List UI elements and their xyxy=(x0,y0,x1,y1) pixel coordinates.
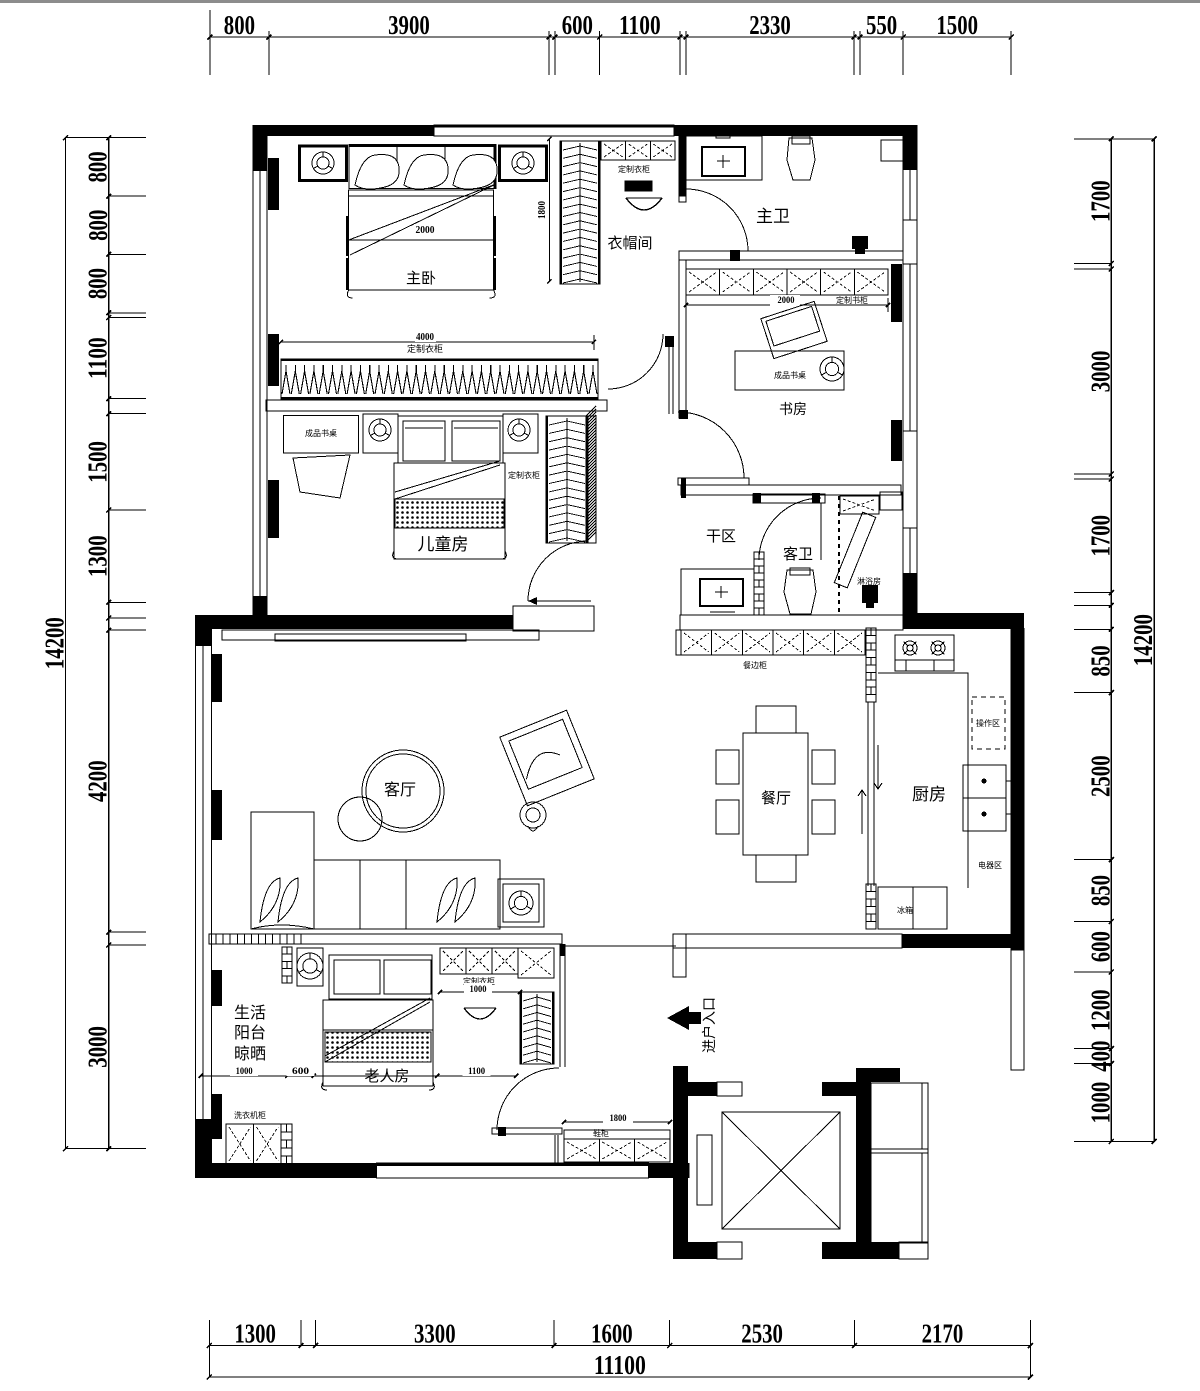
svg-text:11100: 11100 xyxy=(594,1350,646,1380)
svg-text:3000: 3000 xyxy=(1085,351,1115,393)
svg-text:14200: 14200 xyxy=(40,617,70,669)
svg-text:4200: 4200 xyxy=(83,760,113,802)
svg-text:操作区: 操作区 xyxy=(976,718,1000,728)
svg-text:3900: 3900 xyxy=(388,10,430,40)
svg-text:干区: 干区 xyxy=(706,528,736,545)
svg-text:1300: 1300 xyxy=(234,1319,276,1349)
svg-text:800: 800 xyxy=(83,210,113,241)
svg-text:衣帽间: 衣帽间 xyxy=(607,235,652,252)
svg-text:1500: 1500 xyxy=(83,441,113,483)
svg-text:600: 600 xyxy=(562,10,593,40)
svg-text:客厅: 客厅 xyxy=(384,781,416,799)
svg-text:1800: 1800 xyxy=(537,201,548,219)
svg-text:洗衣机柜: 洗衣机柜 xyxy=(234,1110,266,1120)
svg-text:1000: 1000 xyxy=(236,1066,253,1076)
svg-text:电器区: 电器区 xyxy=(978,860,1002,870)
svg-text:定制衣柜: 定制衣柜 xyxy=(463,976,495,986)
svg-text:1100: 1100 xyxy=(83,337,113,379)
svg-text:老人房: 老人房 xyxy=(364,1068,409,1085)
svg-text:600: 600 xyxy=(292,1066,310,1076)
svg-text:1100: 1100 xyxy=(468,1066,485,1076)
svg-text:2530: 2530 xyxy=(741,1319,783,1349)
svg-text:1800: 1800 xyxy=(610,1113,627,1123)
svg-text:成品书桌: 成品书桌 xyxy=(305,428,337,438)
svg-text:3000: 3000 xyxy=(83,1026,113,1068)
svg-text:冰箱: 冰箱 xyxy=(897,905,913,915)
svg-text:1300: 1300 xyxy=(83,535,113,577)
svg-text:阳台: 阳台 xyxy=(234,1024,266,1042)
svg-text:餐厅: 餐厅 xyxy=(761,790,791,807)
svg-text:850: 850 xyxy=(1085,645,1115,676)
svg-text:书房: 书房 xyxy=(779,401,807,417)
svg-text:餐边柜: 餐边柜 xyxy=(743,660,767,670)
svg-text:主卧: 主卧 xyxy=(406,270,436,287)
svg-text:2170: 2170 xyxy=(922,1319,964,1349)
svg-text:定制书柜: 定制书柜 xyxy=(836,295,868,305)
svg-text:1600: 1600 xyxy=(591,1319,633,1349)
svg-text:1100: 1100 xyxy=(619,10,661,40)
svg-text:1700: 1700 xyxy=(1085,180,1115,222)
svg-text:成品书桌: 成品书桌 xyxy=(774,370,806,380)
svg-text:淋浴房: 淋浴房 xyxy=(857,576,881,586)
svg-text:400: 400 xyxy=(1085,1041,1115,1072)
svg-text:2000: 2000 xyxy=(416,225,435,236)
svg-text:2330: 2330 xyxy=(749,10,791,40)
svg-text:1000: 1000 xyxy=(470,984,487,994)
svg-text:生活: 生活 xyxy=(234,1004,266,1022)
svg-text:4000: 4000 xyxy=(416,332,434,343)
svg-text:1500: 1500 xyxy=(936,10,978,40)
svg-text:定制衣柜: 定制衣柜 xyxy=(508,470,540,480)
svg-text:儿童房: 儿童房 xyxy=(418,535,469,554)
svg-text:2500: 2500 xyxy=(1085,755,1115,797)
svg-text:14200: 14200 xyxy=(1128,614,1158,666)
svg-text:鞋柜: 鞋柜 xyxy=(593,1128,609,1138)
svg-text:3300: 3300 xyxy=(414,1319,456,1349)
svg-text:550: 550 xyxy=(866,10,897,40)
svg-text:800: 800 xyxy=(83,151,113,182)
svg-text:1000: 1000 xyxy=(1085,1082,1115,1124)
svg-text:850: 850 xyxy=(1085,875,1115,906)
svg-text:晾晒: 晾晒 xyxy=(234,1045,266,1063)
svg-text:800: 800 xyxy=(224,10,255,40)
svg-text:进户入口: 进户入口 xyxy=(701,997,717,1053)
svg-text:厨房: 厨房 xyxy=(912,785,946,804)
svg-text:客卫: 客卫 xyxy=(783,546,813,563)
svg-text:2000: 2000 xyxy=(778,295,795,305)
svg-text:800: 800 xyxy=(83,268,113,299)
svg-text:定制衣柜: 定制衣柜 xyxy=(618,164,650,174)
svg-text:1200: 1200 xyxy=(1085,989,1115,1031)
svg-text:1700: 1700 xyxy=(1085,515,1115,557)
svg-text:主卫: 主卫 xyxy=(756,207,790,226)
svg-text:600: 600 xyxy=(1085,931,1115,962)
svg-text:定制衣柜: 定制衣柜 xyxy=(407,343,443,354)
